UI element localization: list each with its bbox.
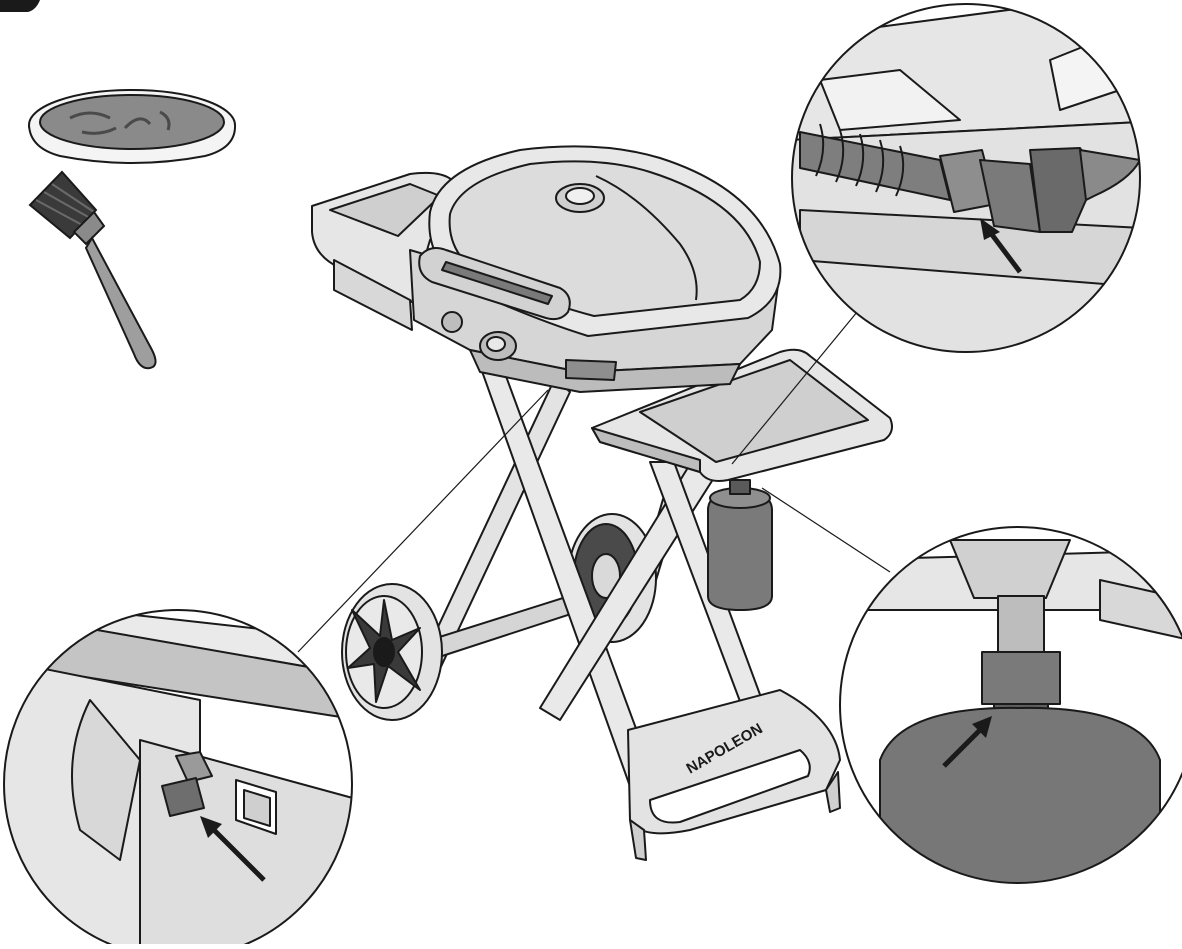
portable-grill-illustration: NAPOLEON [311, 145, 893, 861]
soap-solution-dish-icon [28, 89, 237, 164]
right-side-shelf [591, 348, 893, 482]
corner-tab-icon [0, 0, 40, 12]
lid-handle [418, 247, 571, 321]
arrow-icon [942, 716, 992, 768]
valve-fitting-callout [3, 609, 353, 949]
hose-fitting-callout [791, 3, 1141, 353]
front-wheel-icon [341, 583, 443, 721]
tank-connection-callout [839, 526, 1182, 884]
basting-brush-icon [28, 170, 157, 370]
arrow-icon [200, 816, 266, 882]
left-side-shelf [311, 171, 477, 331]
base-handle: NAPOLEON [627, 689, 841, 861]
valve-fitting-icon [161, 751, 213, 817]
control-knob-icon [441, 311, 517, 361]
propane-tank-icon [707, 479, 773, 611]
regulator-nut-icon [939, 147, 1140, 233]
callout-leader-lines [297, 305, 891, 653]
arrow-icon [980, 218, 1022, 274]
